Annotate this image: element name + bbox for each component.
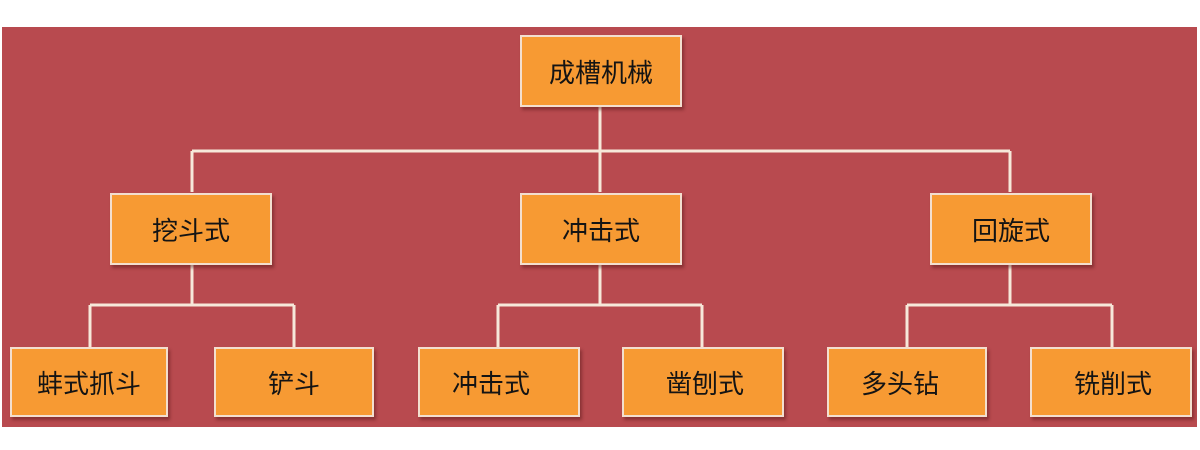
tree-connectors [88, 105, 1114, 347]
node-huixuanshi: 回旋式 [930, 193, 1092, 265]
node-duotouzuan: 多头钻 [827, 347, 987, 417]
node-chongjishi: 冲击式 [520, 193, 682, 265]
diagram-panel: 成槽机械 挖斗式 冲击式 回旋式 蚌式抓斗 铲斗 冲击式 凿刨式 多头钻 铣削式 [2, 27, 1197, 427]
node-chongjishi-leaf: 冲击式 [418, 347, 580, 417]
node-zaobaoshi: 凿刨式 [622, 347, 784, 417]
node-chandou: 铲斗 [214, 347, 374, 417]
node-xixiaoshi: 铣削式 [1030, 347, 1192, 417]
node-bangshi-zhuadou: 蚌式抓斗 [10, 347, 168, 417]
node-wadoushi: 挖斗式 [110, 193, 272, 265]
node-root: 成槽机械 [520, 35, 682, 107]
